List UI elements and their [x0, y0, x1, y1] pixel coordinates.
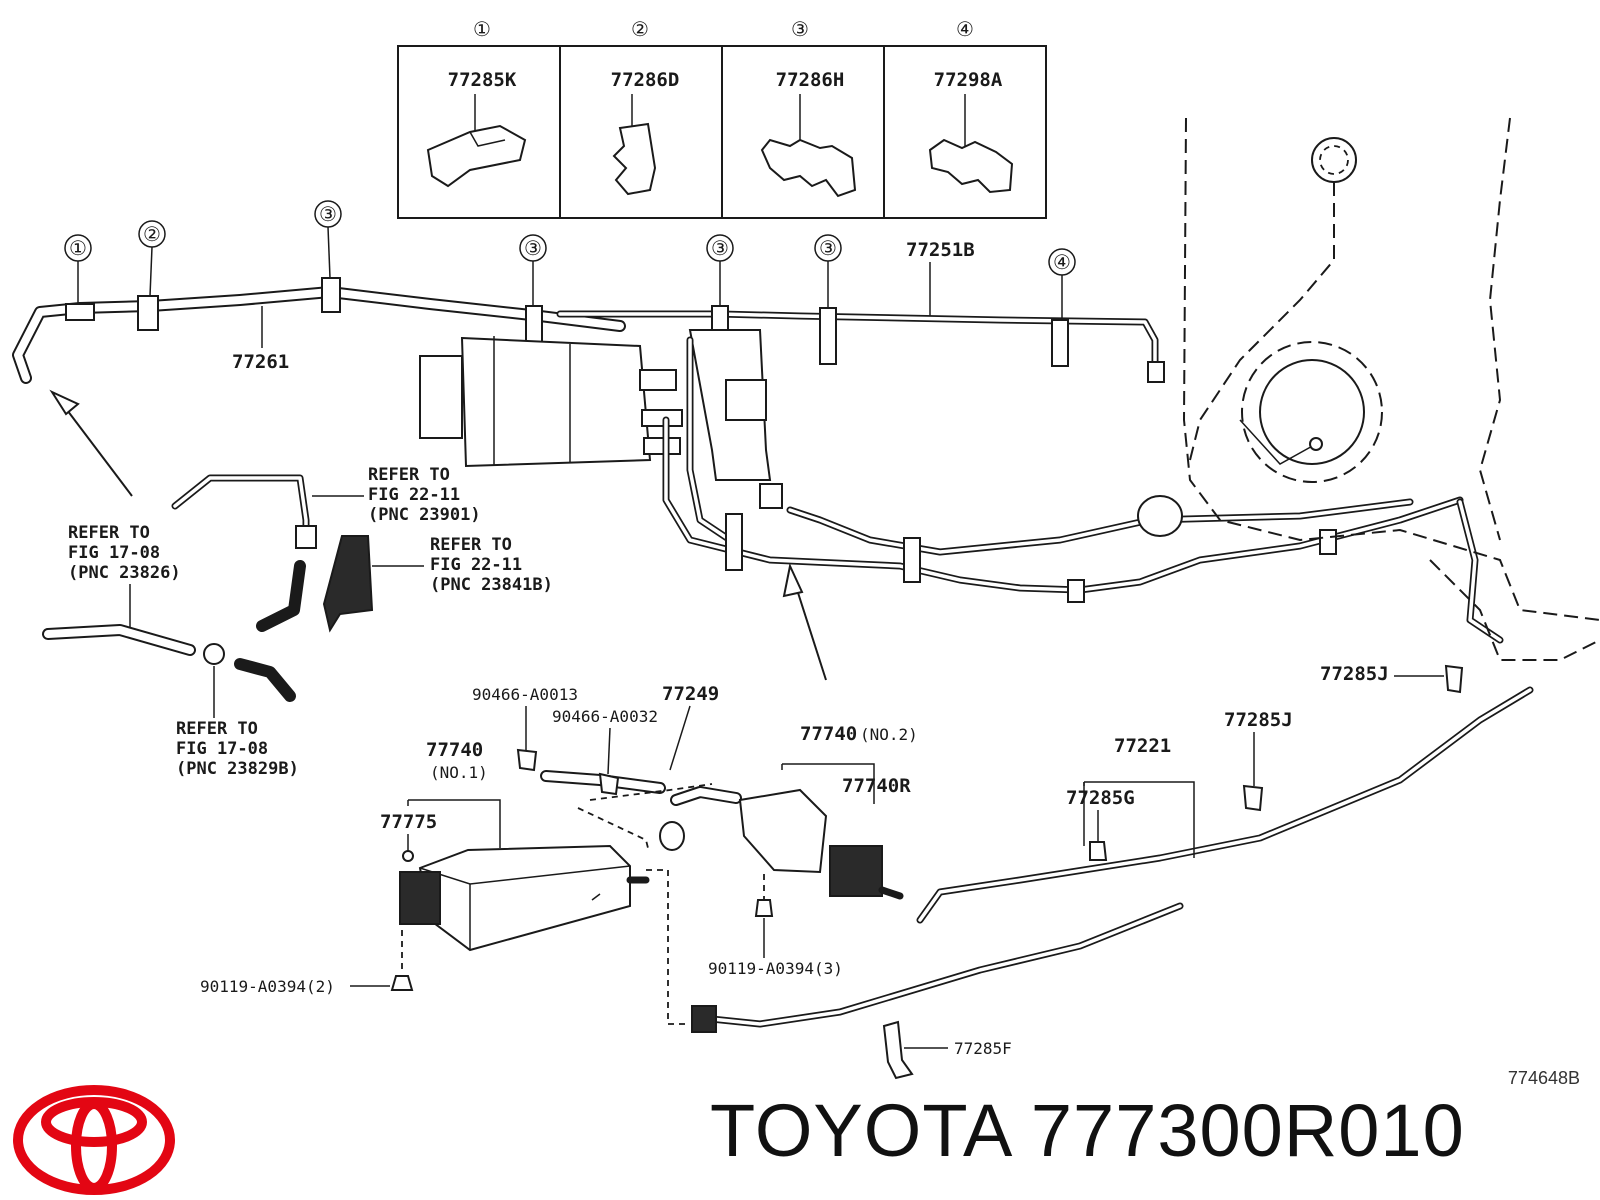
ref-2-line3: (PNC 23826)	[68, 563, 181, 583]
svg-text:③: ③	[711, 236, 729, 260]
ref-2-line1: REFER TO	[68, 523, 150, 543]
label-no1: (NO.1)	[430, 763, 488, 782]
vapor-check-valve	[1137, 495, 1183, 537]
label-77221: 77221	[1114, 735, 1171, 757]
legend-part-77286D: 77286D	[611, 69, 680, 91]
diagram-id: 774648B	[1508, 1068, 1580, 1088]
svg-text:③: ③	[524, 236, 542, 260]
callout-3d: ③	[814, 234, 842, 308]
toyota-logo	[13, 1085, 175, 1195]
ref-3-line2: FIG 22-11	[430, 555, 522, 575]
clip-77298A-icon	[928, 138, 1014, 194]
ref-4-line2: FIG 17-08	[176, 739, 268, 759]
brand-part-number: TOYOTA 777300R010	[710, 1088, 1465, 1173]
label-90119-A0394-2: 90119-A0394(2)	[200, 977, 335, 996]
label-77285J-a: 77285J	[1320, 663, 1389, 685]
callout-3c: ③	[706, 234, 734, 306]
legend-num-4: ④	[956, 17, 974, 41]
reference-notes: REFER TO FIG 22-11 (PNC 23901) REFER TO …	[42, 389, 827, 779]
callout-4: ④	[1048, 248, 1076, 320]
clip-legend-table: ① ② ③ ④ 77285K 77286D 77286H 77298A	[397, 17, 1047, 219]
callout-3b: ③	[519, 234, 547, 306]
hose-clip-3d	[819, 307, 837, 365]
label-no2: (NO.2)	[860, 725, 918, 744]
clip-77285K-icon	[426, 124, 527, 188]
label-77285G: 77285G	[1066, 787, 1135, 809]
part-number: 777300R010	[1030, 1089, 1465, 1172]
clip-77286D-icon	[612, 122, 657, 196]
label-77261: 77261	[232, 351, 289, 373]
legend-part-77286H: 77286H	[776, 69, 845, 91]
label-90119-A0394-3: 90119-A0394(3)	[708, 959, 843, 978]
clip-77286H-icon	[760, 138, 857, 198]
label-77740-no1: 77740	[426, 739, 483, 761]
label-77775: 77775	[380, 811, 437, 833]
label-77285F: 77285F	[954, 1039, 1012, 1058]
legend-num-3: ③	[791, 17, 809, 41]
vent-valve-no2	[738, 788, 828, 874]
label-77285J-b: 77285J	[1224, 709, 1293, 731]
legend-part-77285K: 77285K	[448, 69, 517, 91]
label-90466-A0032: 90466-A0032	[552, 707, 658, 726]
label-77740R: 77740R	[842, 775, 911, 797]
ref-3-line1: REFER TO	[430, 535, 512, 555]
ref-1-line3: (PNC 23901)	[368, 505, 481, 525]
callout-3a: ③	[314, 200, 342, 279]
vent-solenoid-77740R	[829, 845, 883, 897]
svg-text:③: ③	[819, 236, 837, 260]
brand-name: TOYOTA	[710, 1089, 1010, 1172]
hose-clip-4	[1051, 319, 1069, 367]
ref-4-line3: (PNC 23829B)	[176, 759, 299, 779]
hose-clip-2	[137, 295, 159, 331]
vapor-hoses	[662, 336, 1504, 644]
charcoal-canister-no1	[418, 844, 631, 952]
ref-4-line1: REFER TO	[176, 719, 258, 739]
ref-2-line2: FIG 17-08	[68, 543, 160, 563]
legend-num-2: ②	[631, 17, 649, 41]
label-90466-A0013: 90466-A0013	[472, 685, 578, 704]
fuel-tank-outline	[1182, 117, 1600, 661]
label-77249: 77249	[662, 683, 719, 705]
svg-text:①: ①	[69, 236, 87, 260]
callout-2: ②	[138, 220, 166, 297]
canister-upper	[419, 329, 783, 509]
hose-clip-3a	[321, 277, 341, 313]
ref-3-line3: (PNC 23841B)	[430, 575, 553, 595]
label-77251B: 77251B	[906, 239, 975, 261]
svg-text:③: ③	[319, 202, 337, 226]
lower-exploded-view: 90466-A0013 77249 90466-A0032 77740 (NO.…	[200, 663, 1534, 1080]
callout-1: ①	[64, 234, 92, 304]
svg-text:④: ④	[1053, 250, 1071, 274]
legend-num-1: ①	[473, 17, 491, 41]
label-77740-no2: 77740	[800, 723, 857, 745]
svg-text:②: ②	[143, 222, 161, 246]
ref-1-line1: REFER TO	[368, 465, 450, 485]
hose-clip-1	[65, 303, 95, 321]
legend-part-77298A: 77298A	[934, 69, 1003, 91]
ref-1-line2: FIG 22-11	[368, 485, 460, 505]
